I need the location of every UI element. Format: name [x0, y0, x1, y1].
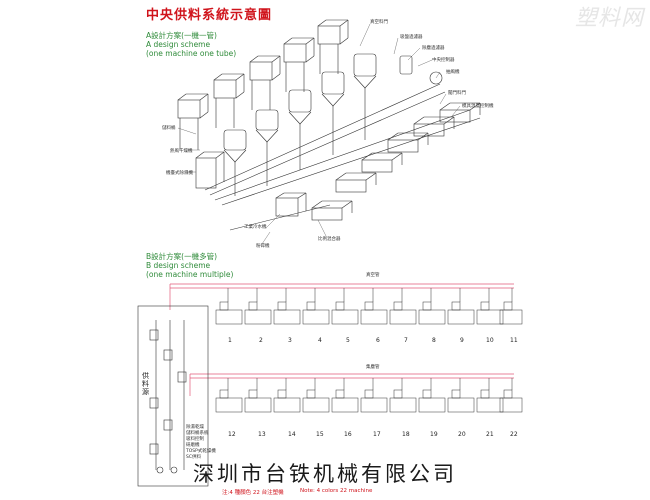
callout-ratio-mixer: 比例混合器 [318, 237, 341, 242]
page-title: 中央供料系統示意圖 [146, 8, 273, 23]
callout-central-controller: 中央控制器 [432, 58, 455, 63]
callout-chiller: 工業冷水機 [244, 225, 267, 230]
label-dust-pipe: 集塵管 [366, 365, 380, 370]
machine-number: 18 [402, 431, 410, 438]
machine-number: 16 [344, 431, 352, 438]
scheme-b-en1: B design scheme [146, 261, 211, 270]
machine-number: 13 [258, 431, 266, 438]
hopper-frame [283, 37, 315, 63]
scheme-a-heading: A設計方案(一機一管) A design scheme (one machine… [146, 31, 236, 58]
machine-number: 3 [288, 337, 292, 344]
injection-machine [311, 200, 353, 221]
machine-number: 7 [404, 337, 408, 344]
callout-mold-temp-controller: 模具溫度控制機 [462, 104, 494, 109]
dryer-hopper [255, 109, 279, 152]
callout-crusher: 粉碎機 [256, 244, 270, 249]
dryer-hopper [353, 53, 377, 98]
machine-number: 11 [510, 337, 518, 344]
note-en: Note: 4 colors 22 machine [300, 488, 373, 494]
callout-vacuum-gate: 真空料門 [370, 20, 388, 25]
machine-number: 20 [458, 431, 466, 438]
scheme-b-cn: B設計方案(一機多管) [146, 252, 217, 261]
legend-item: 儲料桶系統 [186, 431, 209, 436]
callout-suction-filter: 吸盤過濾器 [400, 35, 423, 40]
legend-item: TOSP式乾燥機 [186, 449, 216, 454]
injection-machine [387, 132, 429, 153]
callout-dust-filter: 除塵過濾器 [422, 46, 445, 51]
scheme-a-cn: A設計方案(一機一管) [146, 31, 217, 40]
machine-number: 22 [510, 431, 518, 438]
callout-fan: 抽風機 [446, 70, 460, 75]
left-panel-legend: 除濕乾燥 儲料桶系統 吸料控制 研磨機 TOSP式乾燥機 SC供料 [186, 424, 216, 460]
machine-number: 14 [288, 431, 296, 438]
dryer-hopper [321, 71, 345, 116]
legend-item: 研磨機 [186, 443, 200, 448]
controller-cabinet [195, 157, 217, 189]
hopper-frame [177, 93, 209, 119]
legend-item: 除濕乾燥 [186, 425, 204, 430]
machine-number: 10 [486, 337, 494, 344]
callout-hot-air-dryer: 熱風干燥機 [170, 149, 193, 154]
hopper-frame [213, 73, 245, 99]
injection-machine [335, 172, 377, 193]
scheme-b-heading: B設計方案(一機多管) B design scheme (one machine… [146, 252, 233, 279]
legend-item: SC供料 [186, 455, 201, 460]
scheme-a-en1: A design scheme [146, 40, 211, 49]
label-vacuum-pipe: 真空管 [366, 273, 380, 278]
dust-filter [399, 55, 413, 75]
row2-machines [215, 378, 523, 413]
machine-number: 15 [316, 431, 324, 438]
machine-number: 4 [318, 337, 322, 344]
legend-item: 吸料控制 [186, 437, 204, 442]
label-supply-source: 供料源 [142, 372, 149, 396]
hopper-frame [317, 19, 349, 45]
row1-machines [215, 288, 523, 325]
dryer-hopper [223, 129, 247, 172]
injection-machine [361, 152, 403, 173]
scheme-a-en2: (one machine one tube) [146, 49, 237, 58]
callout-dehumidifier: 機臺式除濕機 [166, 171, 193, 176]
injection-machine [439, 102, 481, 123]
machine-number: 12 [228, 431, 236, 438]
scheme-b-en2: (one machine multiple) [146, 270, 234, 279]
machine-number: 8 [432, 337, 436, 344]
system-panel [137, 305, 209, 487]
watermark: 塑料网 [574, 6, 644, 31]
machine-number: 2 [259, 337, 263, 344]
callout-valve-gate: 閥門料門 [448, 91, 466, 96]
note-cn: 注:4 種顏色 22 台注塑機 [222, 490, 284, 496]
machine-number: 6 [376, 337, 380, 344]
machine-number: 21 [486, 431, 494, 438]
machine-number: 9 [460, 337, 464, 344]
machine-number: 5 [346, 337, 350, 344]
hopper-frame [249, 55, 281, 81]
callout-storage-bin: 儲料桶 [162, 126, 176, 131]
company-name: 深圳市台铁机械有限公司 [193, 462, 457, 486]
machine-number: 17 [373, 431, 381, 438]
dryer-hopper [288, 89, 312, 134]
machine-number: 19 [430, 431, 438, 438]
machine-number: 1 [228, 337, 232, 344]
fan [429, 71, 443, 85]
